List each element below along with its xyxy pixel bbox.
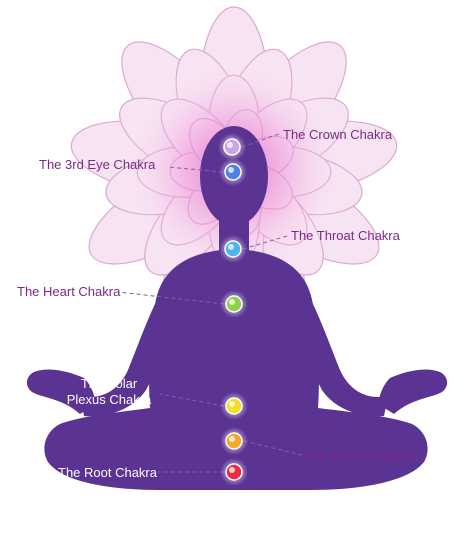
leader-line-solar-plexus [159, 393, 225, 407]
chakra-highlight-throat [228, 244, 234, 250]
label-sacral-chakra: The Sacral Chakra [304, 448, 413, 463]
figure-right-arm [296, 290, 388, 417]
figure-right-hand [378, 369, 448, 414]
chakra-highlight-crown [227, 142, 233, 148]
chakra-highlight-heart [229, 299, 235, 305]
chakra-points [218, 133, 248, 486]
label-throat-chakra: The Throat Chakra [291, 228, 400, 243]
label-solar-plexus-chakra: The Solar Plexus Chakra [66, 376, 152, 407]
label-root-chakra: The Root Chakra [58, 465, 157, 480]
leader-line-heart [117, 291, 225, 305]
leader-line-third-eye [167, 166, 224, 173]
figure-body [44, 250, 428, 490]
chakra-highlight-sacral [229, 436, 235, 442]
figure-left-arm [80, 290, 172, 417]
figure-left-hand [26, 369, 96, 414]
chakra-highlight-root [229, 467, 235, 473]
leader-lines [117, 133, 303, 473]
label-third-eye-chakra: The 3rd Eye Chakra [39, 157, 156, 172]
label-crown-chakra: The Crown Chakra [283, 127, 393, 142]
chakra-highlight-third-eye [228, 167, 234, 173]
label-heart-chakra: The Heart Chakra [17, 284, 121, 299]
chakra-highlight-solar-plexus [229, 401, 235, 407]
leader-line-throat [242, 235, 288, 250]
leader-line-sacral [243, 440, 303, 456]
